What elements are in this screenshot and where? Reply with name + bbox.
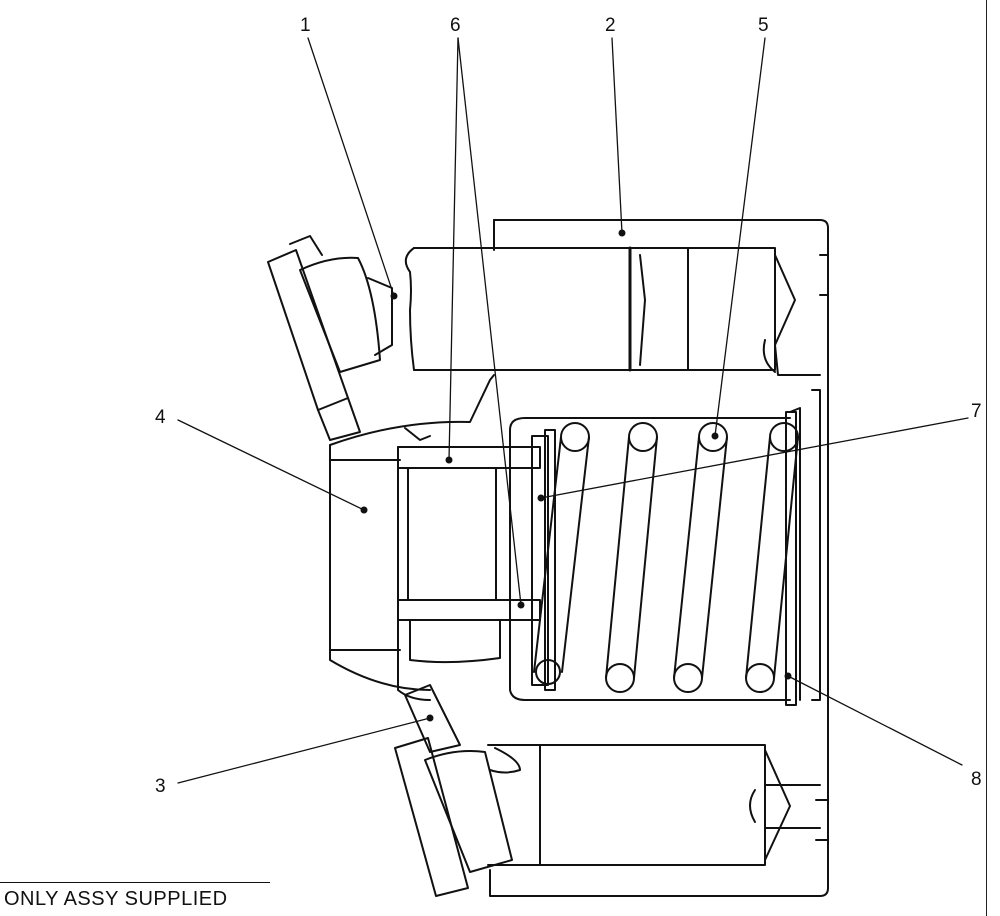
- spring-seat-washer: [785, 407, 801, 706]
- housing-body: [489, 219, 829, 897]
- caption-rule: [0, 882, 270, 883]
- lower-piston-shoe: [394, 684, 513, 897]
- caption-text: ONLY ASSY SUPPLIED: [4, 888, 228, 910]
- callout-3: 3: [155, 776, 166, 797]
- lower-piston-bore: [487, 744, 821, 866]
- callout-7: 7: [971, 401, 982, 422]
- leader-dots: [360, 229, 792, 722]
- swash-plate: [329, 374, 495, 691]
- callout-2: 2: [605, 15, 616, 36]
- upper-piston-bore: [404, 246, 821, 376]
- retainer-guide: [397, 446, 541, 701]
- leader-lines: [177, 37, 969, 784]
- callout-6: 6: [450, 15, 461, 36]
- callout-1: 1: [300, 15, 311, 36]
- callout-4: 4: [155, 407, 166, 428]
- coil-spring: [533, 422, 799, 693]
- callout-5: 5: [758, 15, 769, 36]
- upper-piston-shoe: [267, 235, 393, 441]
- right-border-line: [986, 0, 987, 916]
- callout-8: 8: [971, 769, 982, 790]
